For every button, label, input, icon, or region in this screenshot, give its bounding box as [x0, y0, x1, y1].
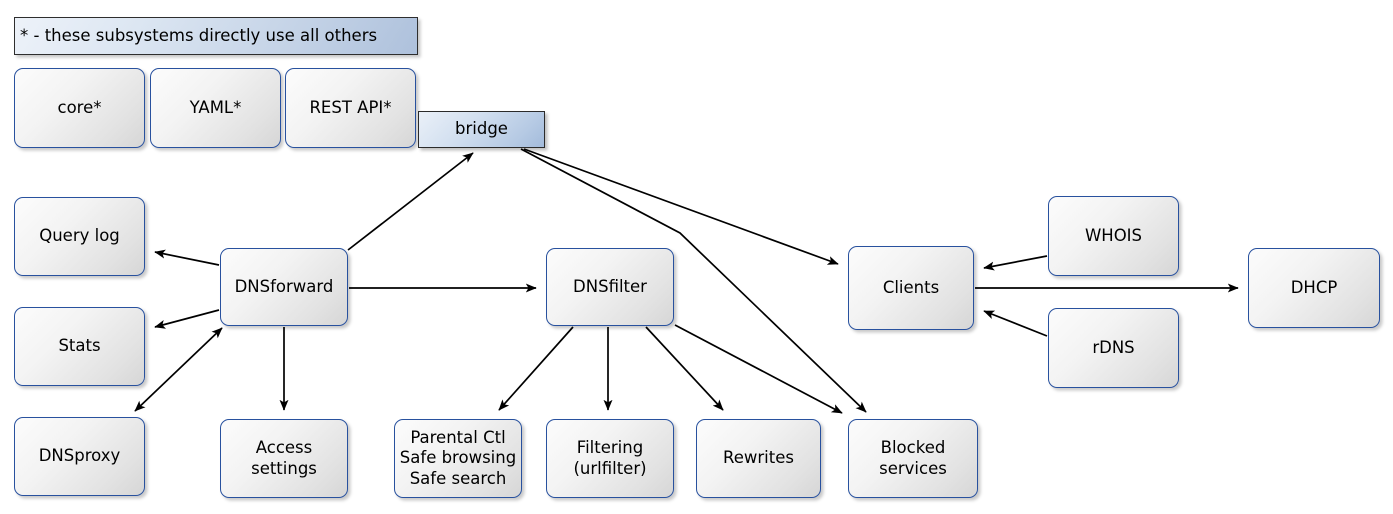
node-stats[interactable]: Stats [14, 307, 145, 386]
node-rest-api[interactable]: REST API* [285, 68, 416, 148]
edge-dnsforward-to-query-log [154, 249, 220, 266]
edge-rdns-to-clients [983, 310, 1048, 337]
node-core[interactable]: core* [14, 68, 145, 148]
edge-whois-to-clients [983, 255, 1048, 271]
node-rdns[interactable]: rDNS [1048, 308, 1179, 388]
legend-note: * - these subsystems directly use all ot… [14, 17, 418, 55]
node-filtering-urlfilter[interactable]: Filtering (urlfilter) [546, 419, 674, 498]
node-whois[interactable]: WHOIS [1048, 196, 1179, 276]
node-rewrites[interactable]: Rewrites [696, 419, 821, 498]
edge-dnsfilter-to-blocked-services [674, 324, 843, 414]
node-dhcp[interactable]: DHCP [1248, 248, 1380, 328]
node-yaml[interactable]: YAML* [150, 68, 281, 148]
node-clients[interactable]: Clients [848, 246, 974, 330]
node-access-settings[interactable]: Access settings [220, 419, 348, 498]
edge-dnsforward-to-bridge [347, 152, 474, 251]
node-blocked-services[interactable]: Blocked services [848, 419, 978, 498]
node-dnsfilter[interactable]: DNSfilter [546, 248, 674, 326]
legend-note-text: * - these subsystems directly use all ot… [20, 26, 378, 46]
node-bridge[interactable]: bridge [418, 111, 545, 148]
edge-dnsforward-to-stats [154, 309, 220, 329]
edge-dnsfilter-to-rewrites [645, 326, 724, 411]
edge-dnsforward-to-dnsproxy [134, 327, 223, 412]
node-query-log[interactable]: Query log [14, 197, 145, 276]
node-dnsforward[interactable]: DNSforward [220, 248, 348, 326]
edge-bridge-to-clients [523, 148, 839, 265]
node-parental-control[interactable]: Parental Ctl Safe browsing Safe search [394, 419, 522, 498]
edge-dnsfilter-to-parental [498, 326, 574, 411]
node-dnsproxy[interactable]: DNSproxy [14, 417, 145, 496]
